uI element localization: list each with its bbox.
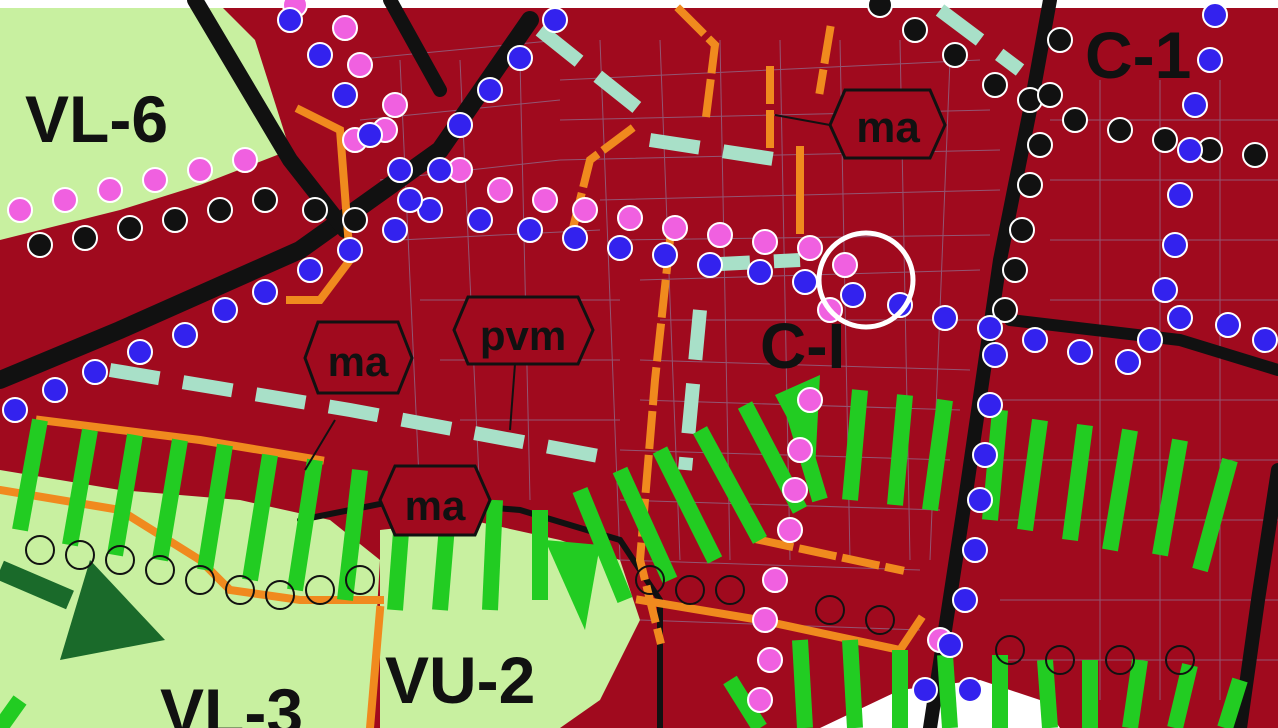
zone-label-vu2: VU-2 (385, 643, 535, 717)
zone-label-c1: C-1 (1085, 18, 1191, 92)
pale-lines (108, 4, 1025, 471)
hollow-circles (25, 535, 1195, 675)
pink-dots (7, 0, 953, 713)
zone-label-vl3: VL-3 (160, 675, 303, 728)
tag-ma-top: ma (828, 88, 947, 160)
orange-lines (0, 4, 926, 728)
dark-arrow-shaft (0, 560, 74, 610)
green-arrow-icon (60, 560, 165, 660)
tag-ma-bottom-label: ma (405, 482, 466, 529)
tag-leader-ma-left (304, 419, 336, 471)
black-dots (27, 0, 1268, 323)
green-area-vl6 (0, 0, 290, 240)
green-arrow-icon (545, 540, 600, 630)
tag-ma-left: ma (303, 320, 414, 395)
tag-ma-bottom: ma (378, 464, 492, 537)
zone-label-vl6: VL-6 (25, 82, 168, 156)
tag-pvm-label: pvm (480, 312, 566, 359)
top-border (0, 0, 1278, 8)
green-hatch-bands (0, 389, 1248, 728)
tag-ma-left-label: ma (328, 338, 389, 385)
tag-leader-pvm (509, 363, 516, 431)
blue-dots (2, 2, 1278, 703)
tag-pvm: pvm (452, 295, 595, 366)
zone-label-ca: C-I (760, 310, 845, 382)
highlight-ring-icon[interactable] (816, 230, 916, 330)
tag-ma-top-label: ma (856, 103, 920, 152)
green-area-vl3 (0, 470, 380, 728)
tag-leader-ma-top (774, 114, 831, 126)
